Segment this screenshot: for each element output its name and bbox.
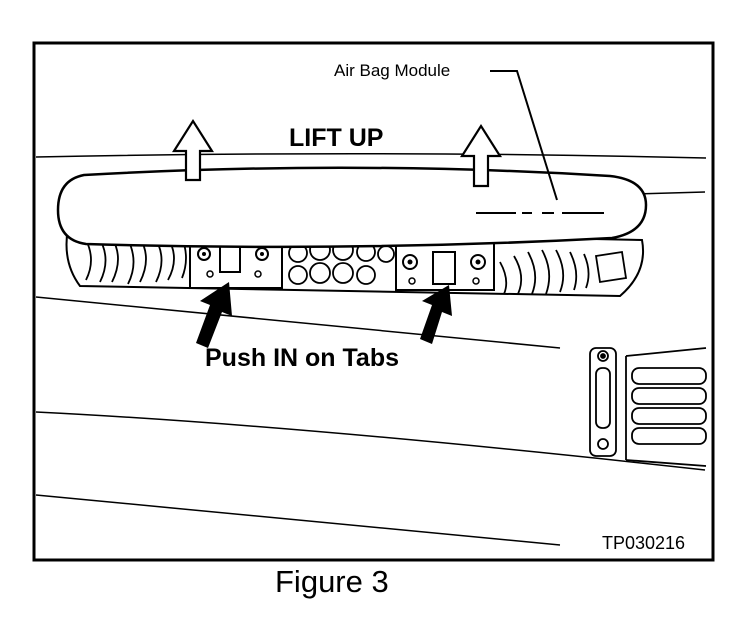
- air-bag-module-label: Air Bag Module: [334, 61, 451, 80]
- dashboard-lines: [35, 152, 707, 546]
- lift-arrow-left: [172, 118, 214, 182]
- air-bag-module: [56, 166, 648, 249]
- lift-arrow-right: [460, 123, 502, 188]
- figure-id-label: TP030216: [602, 533, 686, 553]
- mounting-bracket-right: [395, 237, 495, 291]
- connector-holes: [288, 239, 395, 285]
- push-arrow-right: [420, 285, 452, 344]
- push-arrow-left: [196, 282, 232, 348]
- figure-frame: [32, 41, 715, 562]
- tab-right: [432, 251, 456, 285]
- module-leader-line: [490, 70, 558, 201]
- dashboard-vent: [589, 347, 707, 467]
- wiring-bundle-right: [499, 249, 628, 295]
- figure-caption: Figure 3: [275, 564, 389, 599]
- lift-up-label: LIFT UP: [289, 124, 384, 152]
- push-in-tabs-label: Push IN on Tabs: [205, 344, 399, 372]
